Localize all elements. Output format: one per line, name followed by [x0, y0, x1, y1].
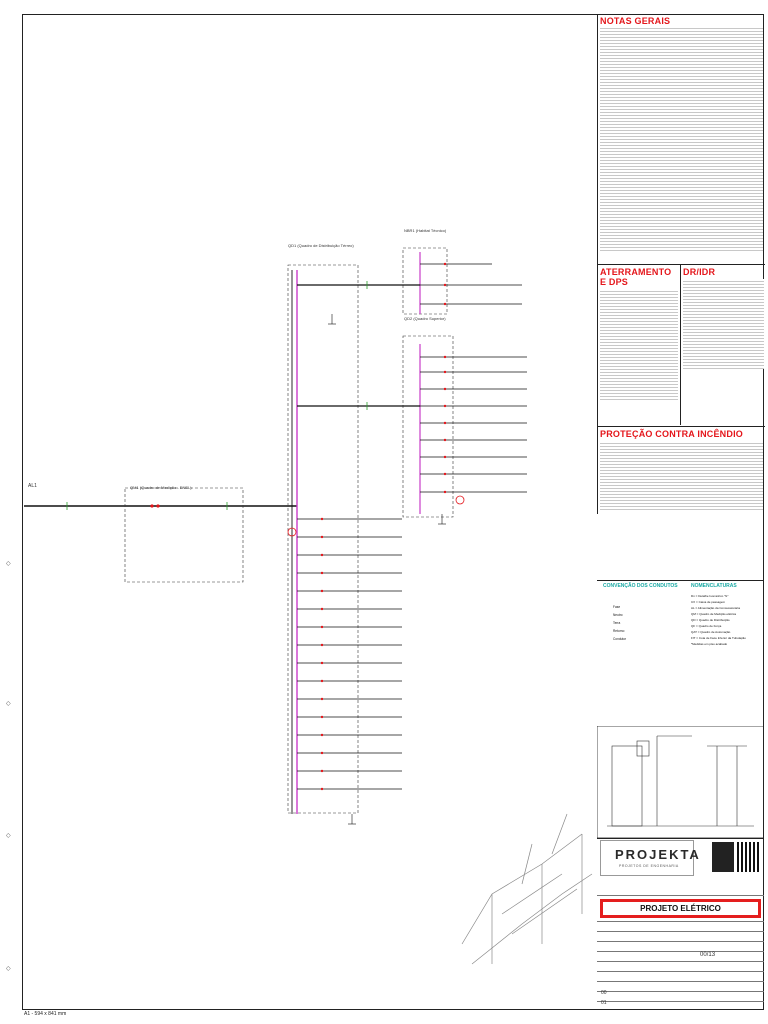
- conduit-item: Terra: [613, 621, 621, 625]
- isometric-sketch: [461, 813, 593, 965]
- grounding-section: ATERRAMENTO E DPS: [598, 264, 680, 403]
- nomenclature-item: QF = Quadro de Força: [691, 624, 722, 628]
- nomenclature-item: QAT = Quadro de Automação: [691, 630, 731, 634]
- nomenclature-item: AL = Alimentação da Concessionária: [691, 606, 741, 610]
- nomenclature-item: *Medidas em piso acabado: [691, 642, 728, 646]
- margin-mark: ◇: [6, 833, 11, 839]
- single-line-diagram: [24, 247, 593, 965]
- installation-detail: [597, 726, 764, 838]
- nomenclature-item: QM = Quadro de Medição elétrica: [691, 612, 737, 616]
- conduits-title: CONVENÇÃO DOS CONDUTOS: [603, 583, 678, 589]
- qr-code: [737, 842, 761, 872]
- sheet-current: 00: [700, 952, 707, 958]
- nbr-box: [402, 247, 448, 315]
- margin-mark: ◇: [6, 701, 11, 707]
- nomenclature-item: CX = Caixa de passagem: [691, 600, 726, 604]
- general-notes-title: NOTAS GERAIS: [600, 16, 671, 26]
- sheet-frame: [22, 14, 764, 1010]
- sheet-size-label: A1 - 594 x 841 mm: [24, 1011, 67, 1017]
- logo-subtitle: PROJETOS DE ENGENHARIA: [619, 864, 679, 868]
- margin-mark: ◇: [6, 561, 11, 567]
- conduit-item: Condutor: [613, 637, 627, 641]
- seal-logo: [712, 842, 734, 872]
- project-title: PROJETO ELÉTRICO: [603, 902, 758, 915]
- legend-section: CONVENÇÃO DOS CONDUTOS NOMENCLATURAS Fas…: [597, 580, 764, 721]
- title-block: [597, 838, 764, 1011]
- qm1-label: QM1 (Quadro de Medição - ENEL): [130, 485, 192, 490]
- conduit-item: Fase: [613, 605, 621, 609]
- sheet-number: 00/13: [700, 952, 716, 958]
- company-logo: PROJEKTA PROJETOS DE ENGENHARIA: [600, 840, 699, 876]
- nomenclature-item: Dn = Detalhe Isométrico "N": [691, 594, 729, 598]
- conduit-item: Neutro: [613, 613, 623, 617]
- qm1-box: [124, 487, 244, 583]
- logo-text: PROJEKTA: [615, 847, 701, 862]
- qd2-box: [402, 335, 454, 518]
- nbr-label: NBR1 (Habitat Técnico): [404, 228, 447, 233]
- notes-text: [600, 26, 763, 251]
- qd1-box: [287, 264, 359, 814]
- sheet-total: 13: [708, 952, 716, 958]
- fire-title: PROTEÇÃO CONTRA INCÊNDIO: [600, 429, 743, 439]
- grounding-title: ATERRAMENTO E DPS: [600, 267, 672, 287]
- nomenclature-item: QD = Quadro de Distribuição: [691, 618, 730, 622]
- nomenclature-title: NOMENCLATURAS: [691, 583, 737, 589]
- general-notes: NOTAS GERAIS ATERRAMENTO E DPS DR/IDR PR…: [597, 14, 765, 514]
- conduit-item: Retorno: [613, 629, 625, 633]
- qd2-label: QD2 (Quadro Superior): [404, 316, 446, 321]
- al-label: AL1: [28, 483, 37, 489]
- dr-section: DR/IDR: [680, 264, 765, 425]
- nomenclature-list: Dn = Detalhe Isométrico "N" CX = Caixa d…: [691, 593, 746, 647]
- dr-title: DR/IDR: [683, 267, 716, 277]
- margin-mark: ◇: [6, 966, 11, 972]
- qd1-label: QD1 (Quadro de Distribuição Térreo): [288, 243, 354, 248]
- conduit-list: Fase Neutro Terra Retorno Condutor: [613, 603, 626, 643]
- nomenclature-item: FIT = Cota de Face Inferior da Tubulação: [691, 636, 746, 640]
- revision-01: 01: [601, 1000, 607, 1006]
- fire-section: PROTEÇÃO CONTRA INCÊNDIO: [598, 426, 765, 513]
- revision-00: 00: [601, 990, 607, 996]
